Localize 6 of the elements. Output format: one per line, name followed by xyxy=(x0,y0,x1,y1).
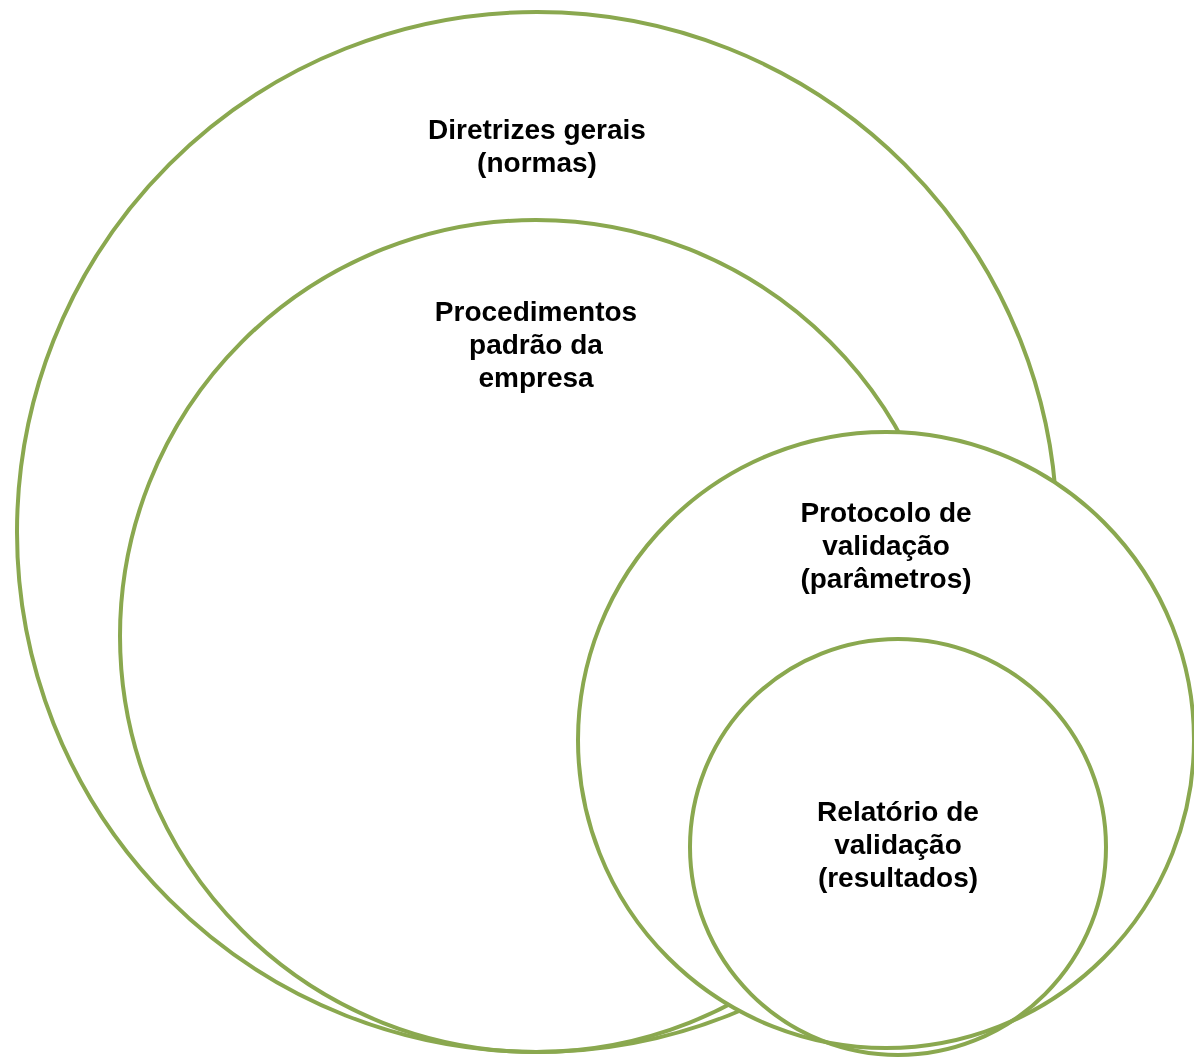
circle-label: Relatório de validação (resultados) xyxy=(816,795,980,894)
circle-label: Diretrizes gerais (normas) xyxy=(427,113,647,179)
circle-label: Procedimentos padrão da empresa xyxy=(433,295,639,394)
circle xyxy=(688,637,1108,1057)
circle-label: Protocolo de validação (parâmetros) xyxy=(799,496,973,595)
circle xyxy=(15,10,1059,1054)
